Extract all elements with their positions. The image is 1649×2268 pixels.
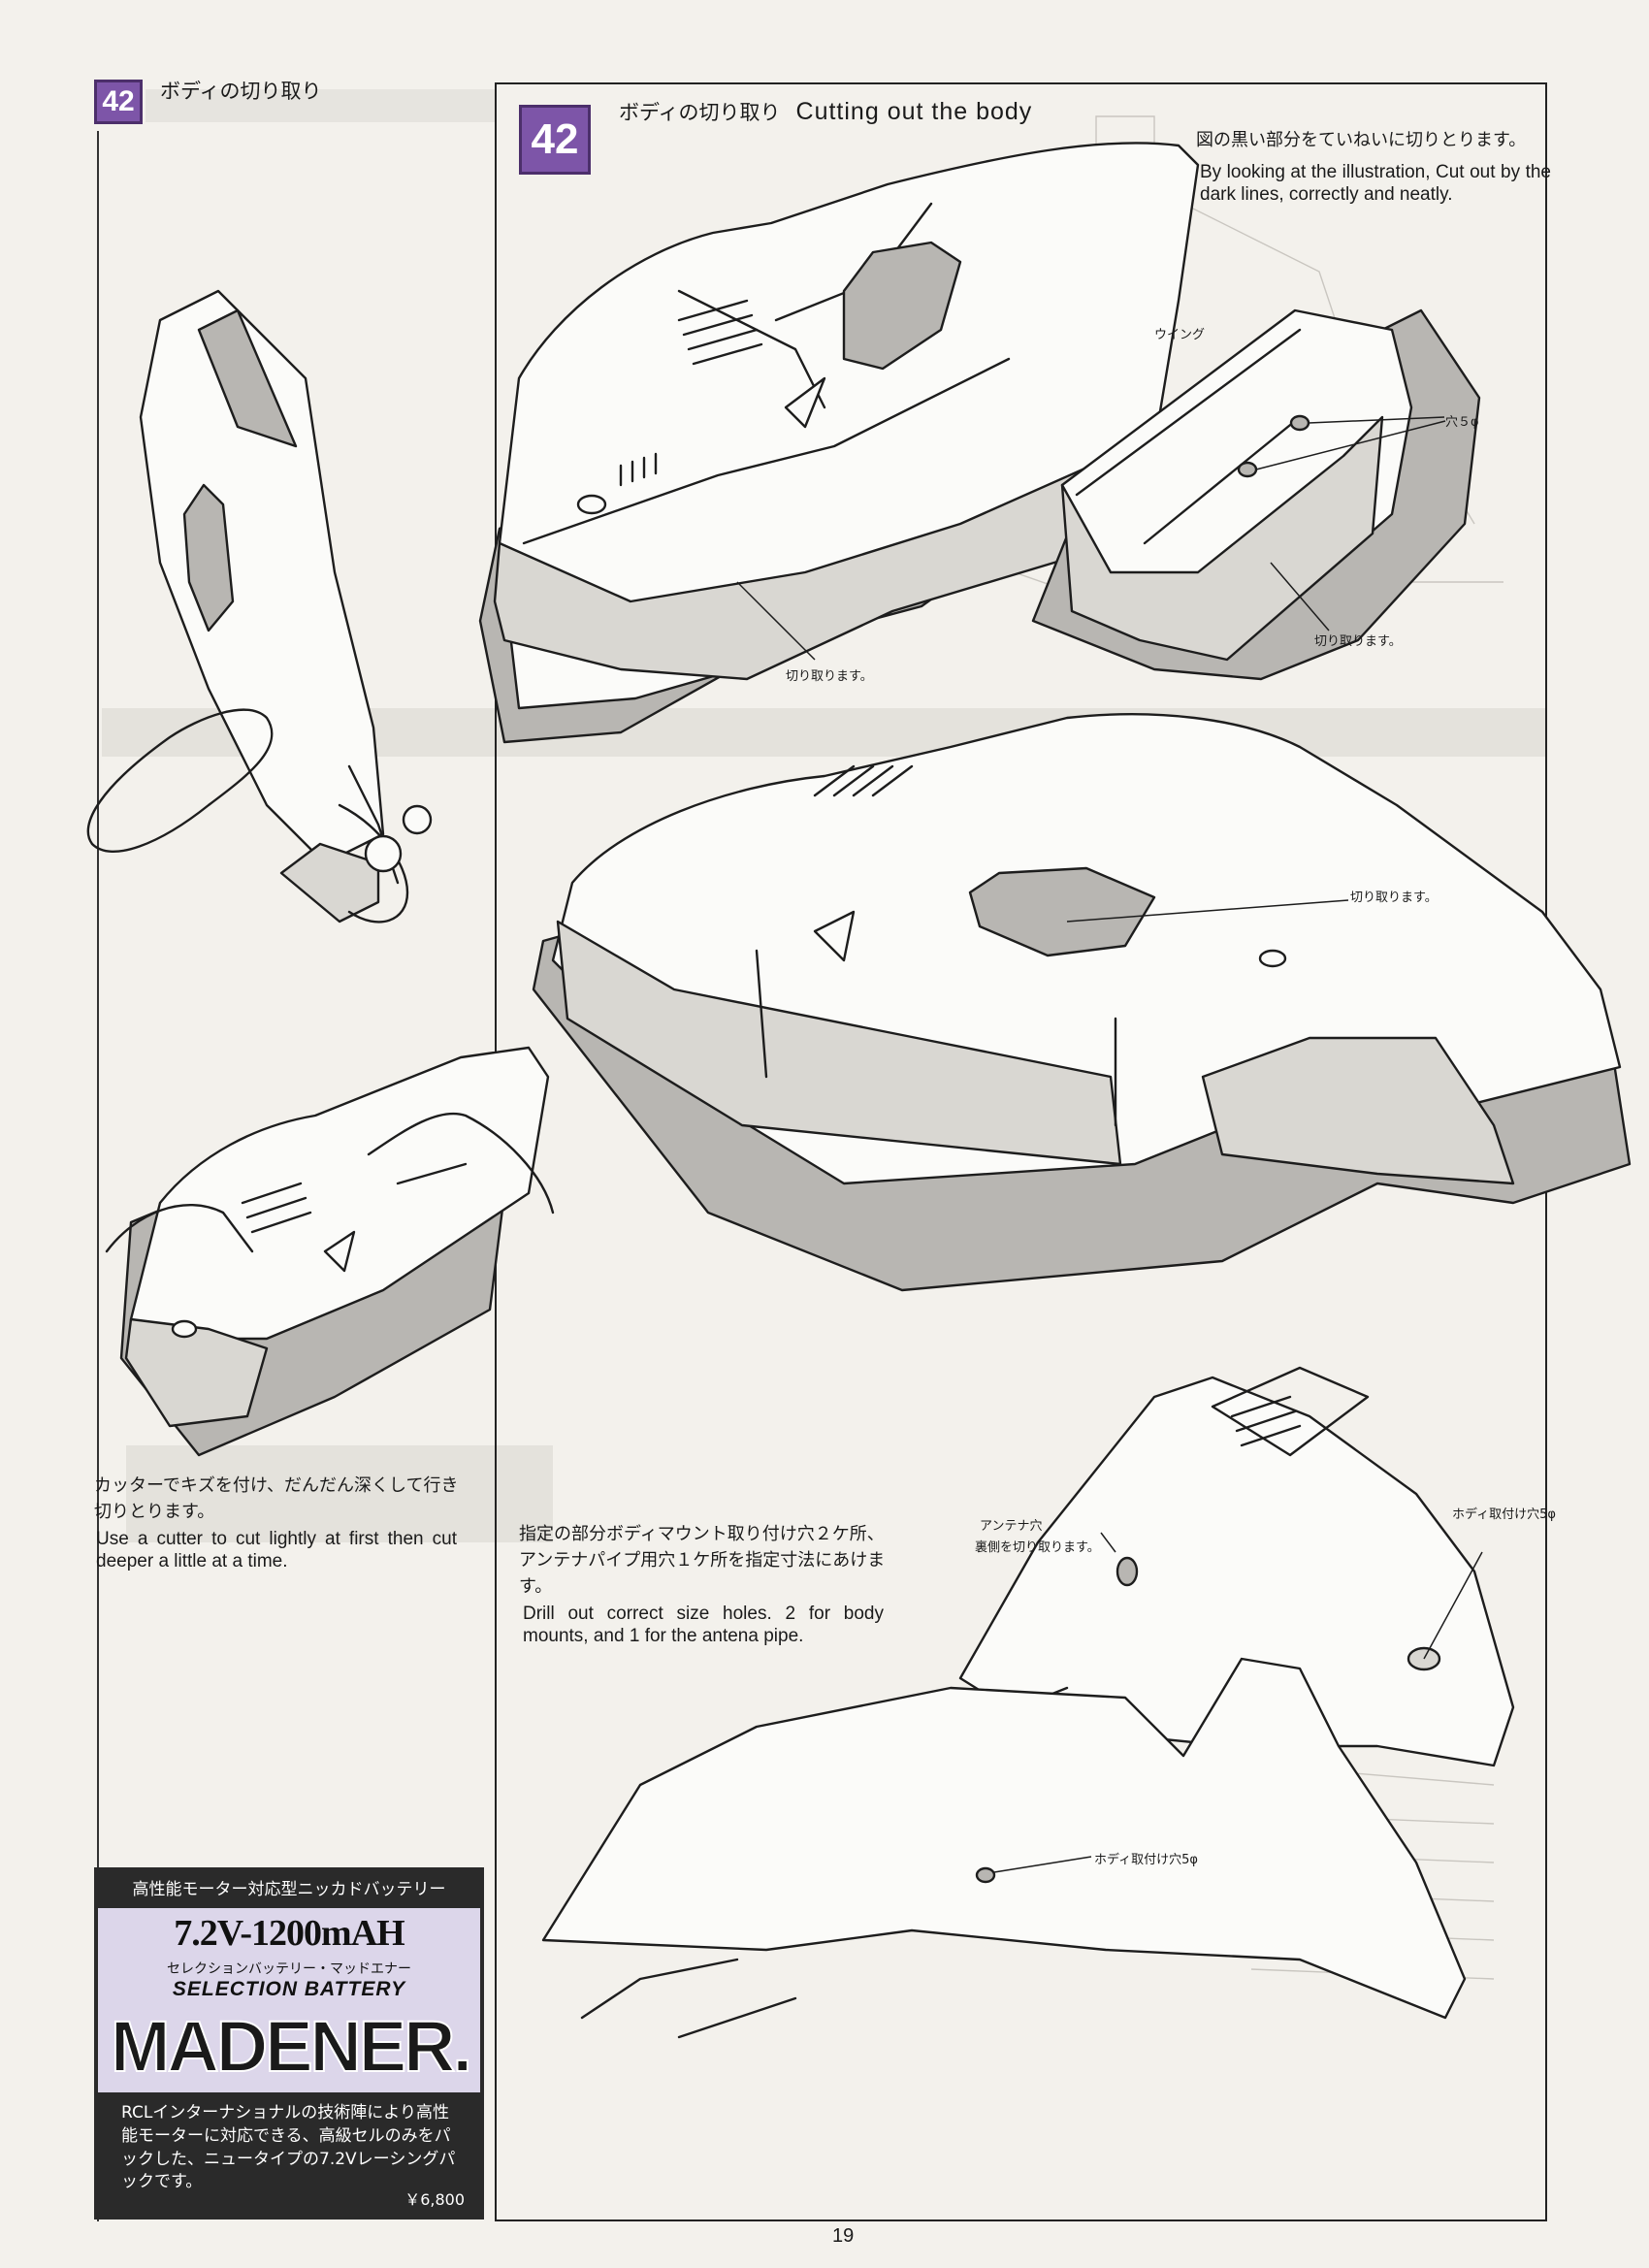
left-header-title: ボディの切り取り <box>160 80 322 103</box>
ad-series: SELECTION BATTERY <box>172 1978 406 2000</box>
step-badge-small: 42 <box>94 80 143 124</box>
label-antenna-back: 裏側を切り取ります。 <box>975 1540 1100 1555</box>
battery-advertisement: 高性能モーター対応型ニッカドバッテリー 7.2V-1200mAH セレクションバ… <box>94 1867 484 2219</box>
left-header-band <box>146 89 495 122</box>
main-header: ボディの切り取り Cutting out the body <box>619 97 1032 126</box>
label-cut-wing: 切り取ります。 <box>1314 634 1402 649</box>
ad-description: RCLインターナショナルの技術陣により高性能モーターに対応できる、高級セルのみを… <box>121 2103 456 2192</box>
ad-price: ￥6,800 <box>404 2190 465 2209</box>
cutter-cutting-illustration <box>105 1046 555 1457</box>
label-mount-hole-a: ホディ取付け穴5φ <box>1452 1507 1556 1522</box>
column-divider <box>97 131 99 2221</box>
cutter-note-jp: カッターでキズを付け、だんだん深くして行き切りとります。 <box>94 1475 459 1522</box>
label-cut-cockpit: 切り取ります。 <box>1350 891 1438 905</box>
drill-note-jp: 指定の部分ボディマウント取り付け穴２ケ所、アンテナパイプ用穴１ケ所を指定寸法にあ… <box>519 1524 886 1597</box>
ad-model: 7.2V-1200mAH <box>174 1913 404 1954</box>
label-wing: ウイング <box>1154 328 1206 342</box>
label-mount-hole-b: ホディ取付け穴5φ <box>1094 1853 1198 1867</box>
wing <box>1031 308 1481 681</box>
main-body-shell-large <box>532 713 1632 1292</box>
drill-note-en: Drill out correct size holes. 2 for body… <box>523 1604 884 1647</box>
step-badge-main: 42 <box>519 105 591 175</box>
main-header-en: Cutting out the body <box>795 98 1033 125</box>
mount-hole-closeup <box>958 1366 1515 1767</box>
ad-panel: 7.2V-1200mAH セレクションバッテリー・マッドエナー SELECTIO… <box>98 1908 480 2092</box>
intro-en: By looking at the illustration, Cut out … <box>1200 162 1551 206</box>
main-header-jp: ボディの切り取り <box>619 101 781 124</box>
label-hole-5: 穴５φ <box>1445 415 1479 430</box>
label-antenna-hole: アンテナ穴 <box>980 1519 1043 1534</box>
ad-tagline: 高性能モーター対応型ニッカドバッテリー <box>132 1880 446 1899</box>
scissors-cutting-illustration <box>86 289 433 923</box>
page-number: 19 <box>832 2225 855 2247</box>
ad-subtitle: セレクションバッテリー・マッドエナー <box>167 1961 411 1977</box>
lower-body-side-view <box>541 1657 1467 2039</box>
madener-logo: MADENER. <box>110 2005 473 2085</box>
label-cut-body: 切り取ります。 <box>786 669 873 684</box>
intro-jp: 図の黒い部分をていねいに切りとります。 <box>1196 130 1527 150</box>
svg-text:MADENER.: MADENER. <box>111 2006 469 2085</box>
main-body-shell-top <box>478 142 1200 744</box>
cutter-note-en: Use a cutter to cut lightly at first the… <box>96 1529 457 1572</box>
